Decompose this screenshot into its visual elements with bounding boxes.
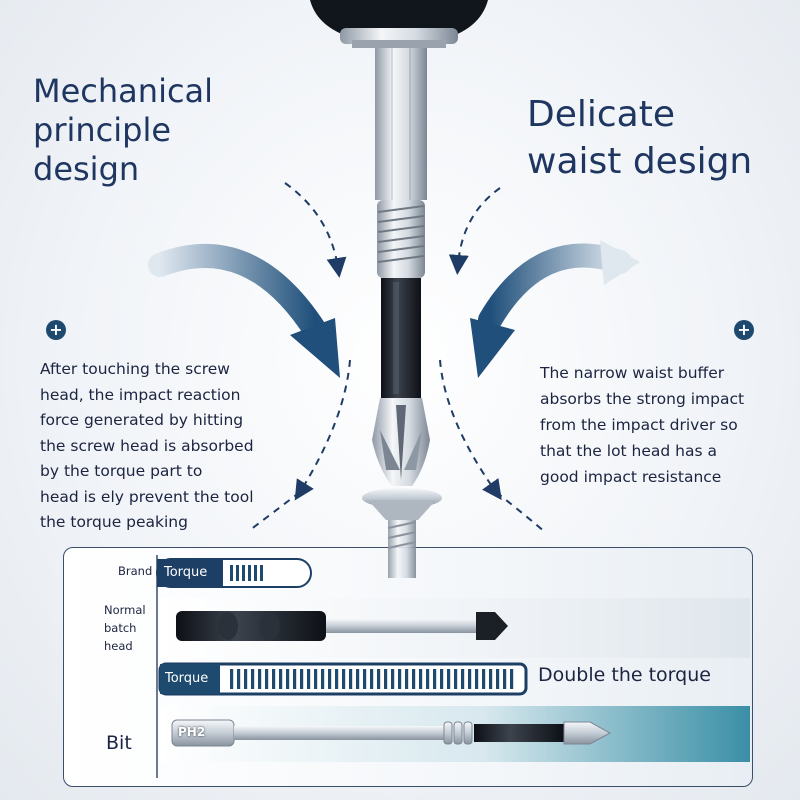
torsion-waist <box>381 278 421 398</box>
drill-chuck <box>310 0 488 48</box>
desc-line: from the impact driver so <box>540 416 738 434</box>
title-delicate-waist: Delicate waist design <box>527 92 787 186</box>
screw <box>362 488 442 578</box>
row-label-line: batch <box>104 621 137 635</box>
title-left-line: Mechanical <box>33 72 214 110</box>
title-right-line: waist design <box>527 140 753 182</box>
title-left-line: principle <box>33 111 172 150</box>
desc-line: After touching the screw <box>40 360 230 378</box>
torque-tag-double: Torque <box>165 671 209 686</box>
desc-line: good impact resistance <box>540 468 722 486</box>
dashed-guides <box>249 182 546 533</box>
comparison-chart <box>156 555 750 778</box>
desc-line: the torque peaking <box>40 513 188 531</box>
row-label-normal-batch-head: Normal batch head <box>104 601 164 655</box>
title-left-line: design <box>33 150 140 189</box>
brand-torque-bar <box>156 558 312 588</box>
desc-line: head is ely prevent the tool <box>40 487 254 506</box>
title-mechanical-principle: Mechanical principle design <box>33 72 293 189</box>
desc-line: force generated by hitting <box>40 411 244 429</box>
desc-line: the screw head is absorbed <box>40 436 254 455</box>
plus-icon: + <box>46 320 66 340</box>
row-label-line: head <box>104 639 133 653</box>
desc-line: that the lot head has a <box>540 442 718 460</box>
bit-drawing <box>171 719 612 747</box>
bit-tip-label: PH2 <box>178 725 206 739</box>
title-right-line: Delicate <box>527 94 675 135</box>
torque-tag-brand: Torque <box>164 565 208 580</box>
plus-icon: + <box>734 320 754 340</box>
desc-line: by the torque part to <box>40 462 203 480</box>
curved-arrow-left <box>148 243 340 378</box>
hex-shank <box>375 48 427 200</box>
double-torque-stripes <box>230 669 514 689</box>
double-torque-label: Double the torque <box>538 664 711 686</box>
row-label-bit: Bit <box>106 732 132 754</box>
row-label-brand: Brand <box>118 564 153 578</box>
desc-line: head, the impact reaction <box>40 385 241 404</box>
desc-line: The narrow waist buffer <box>540 364 725 382</box>
row-label-line: Normal <box>104 603 146 617</box>
threaded-collar <box>377 200 425 278</box>
desc-line: absorbs the strong impact <box>540 390 745 408</box>
normal-bit-drawing <box>176 611 508 641</box>
description-left: After touching the screw head, the impac… <box>40 357 330 536</box>
curved-arrow-right <box>470 240 640 378</box>
description-right: The narrow waist buffer absorbs the stro… <box>540 360 790 490</box>
phillips-tip <box>372 398 430 486</box>
